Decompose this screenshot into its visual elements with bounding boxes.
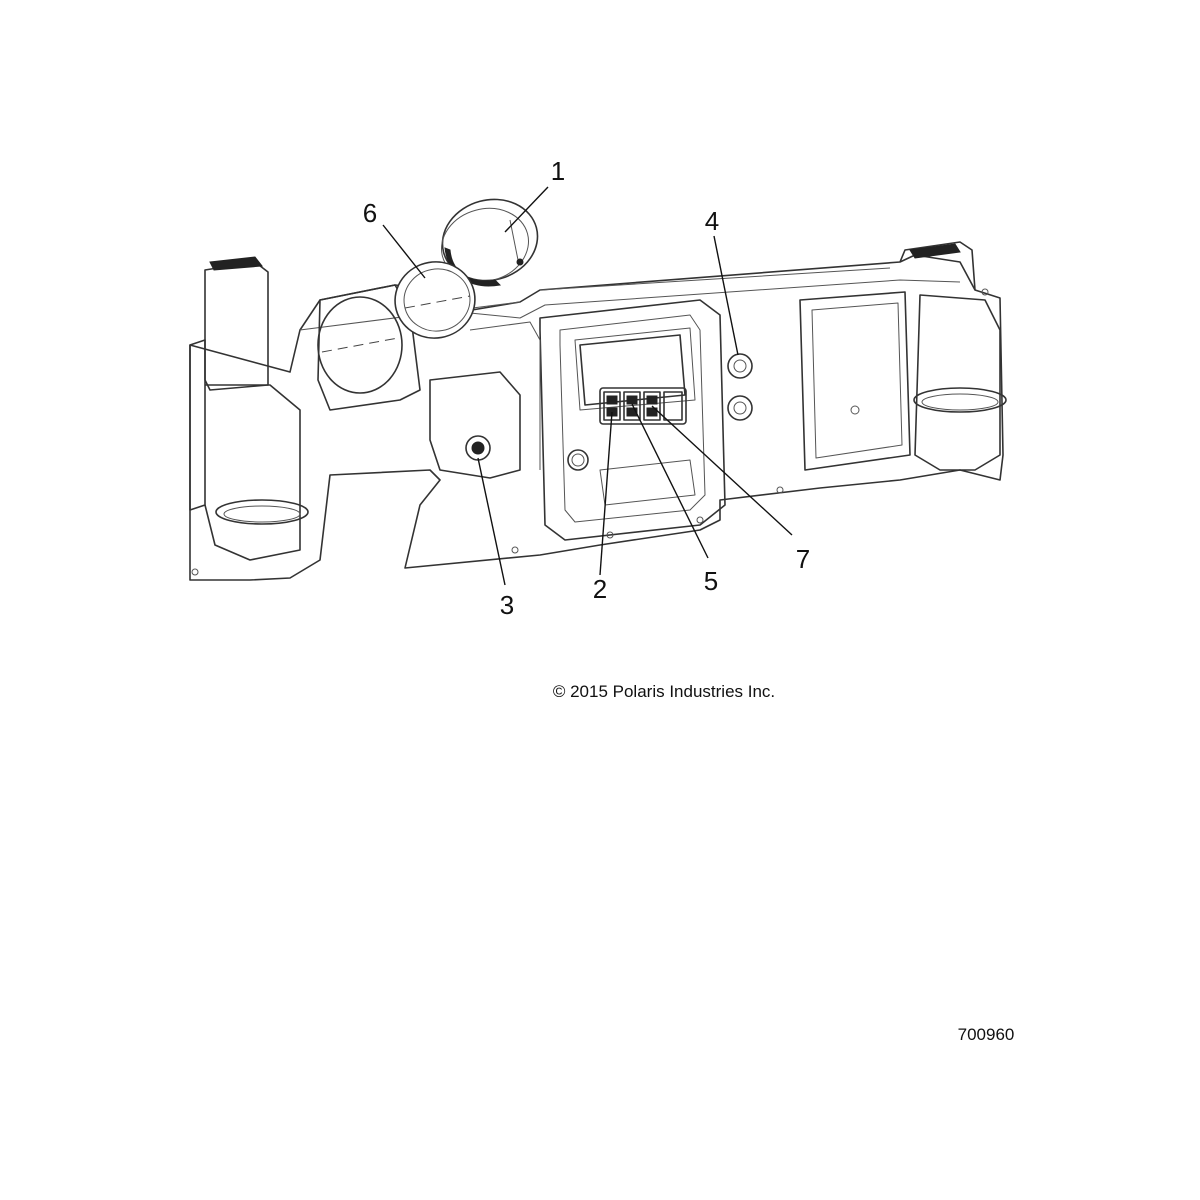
figure-number: 700960 [958, 1025, 1015, 1044]
callout-4: 4 [705, 206, 719, 236]
copyright-notice: © 2015 Polaris Industries Inc. [553, 682, 775, 701]
callout-1: 1 [551, 156, 565, 186]
gauge-bezel-part [394, 261, 476, 339]
gauge-cluster-part [440, 198, 539, 287]
callout-3: 3 [500, 590, 514, 620]
dashboard-assembly [189, 241, 1007, 581]
leader-line-6 [382, 224, 426, 279]
leader-line-2 [599, 411, 613, 576]
leader-line-5 [631, 403, 709, 559]
leader-line-3 [477, 457, 506, 586]
callout-6: 6 [363, 198, 377, 228]
callout-5: 5 [704, 566, 718, 596]
leader-line-7 [651, 405, 793, 536]
callout-7: 7 [796, 544, 810, 574]
leader-line-4 [713, 235, 739, 356]
leader-line-1 [504, 186, 549, 233]
callout-2: 2 [593, 574, 607, 604]
